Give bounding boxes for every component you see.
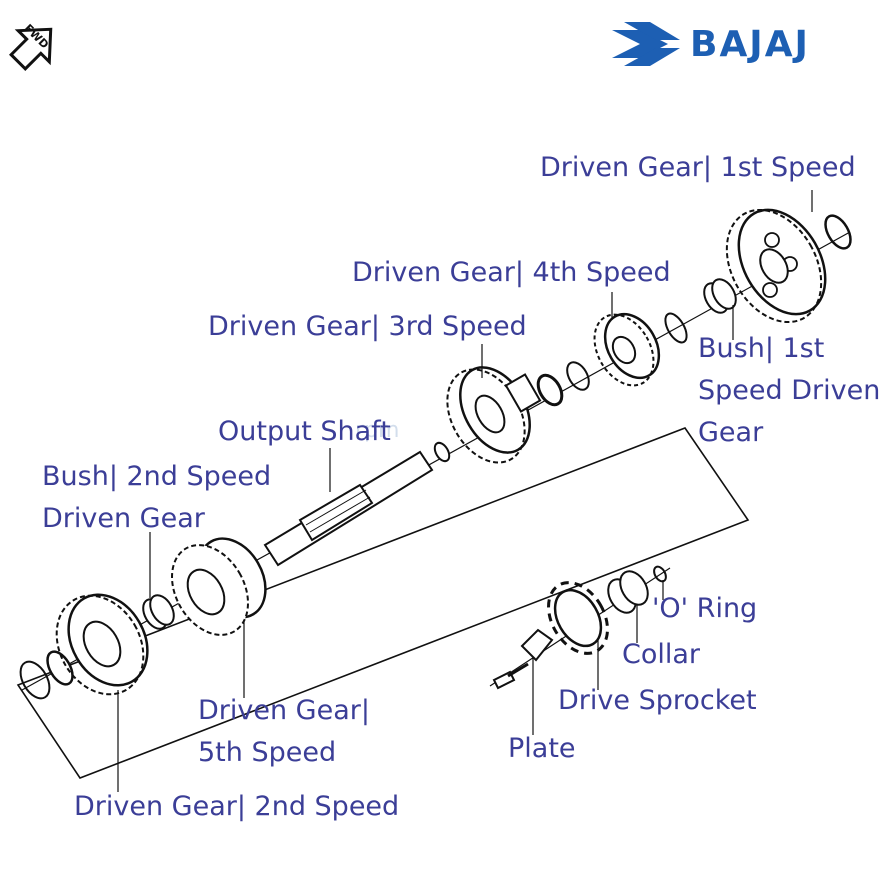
brand-name: BAJAJ [690,24,810,65]
label-plate: Plate [508,733,576,764]
label-drive-sprocket: Drive Sprocket [558,685,757,716]
circlip-left [19,660,51,700]
driven-gear-3rd-speed [446,366,542,464]
washer-right [824,214,852,250]
watermark: rpm [355,418,400,443]
label-output-shaft: Output Shaft [218,416,391,447]
washer-mid-1 [536,373,564,407]
label-bush-2nd-line2: Driven Gear [42,503,205,534]
washer-left [46,650,74,686]
driven-gear-4th-speed [593,312,661,387]
label-driven-gear-3rd: Driven Gear| 3rd Speed [208,311,527,342]
fwd-arrow-icon [9,27,53,71]
circlip-mid [664,312,688,344]
bush-1st-speed [703,278,737,314]
leader-lines [117,190,813,792]
driven-gear-1st-speed [725,208,827,324]
label-bush-2nd-line1: Bush| 2nd Speed [42,461,272,492]
bajaj-wing-logo [612,22,680,66]
label-driven-gear-2nd: Driven Gear| 2nd Speed [74,791,400,822]
label-driven-gear-5th-line2: 5th Speed [198,737,337,768]
assembly-frame [16,427,750,779]
label-bush-1st-line3: Gear [698,417,764,448]
washer-mid-2 [566,361,590,391]
label-collar: Collar [622,639,701,670]
label-driven-gear-5th-line1: Driven Gear| [198,695,370,726]
label-driven-gear-1st: Driven Gear| 1st Speed [540,152,856,183]
bush-2nd-speed [142,594,175,630]
driven-gear-2nd-speed [55,593,149,696]
label-driven-gear-4th: Driven Gear| 4th Speed [352,257,671,288]
driven-gear-5th-speed [171,537,267,636]
output-shaft [263,441,451,567]
label-bush-1st-line1: Bush| 1st [698,333,825,364]
label-bush-1st-line2: Speed Driven [698,375,881,406]
drive-sprocket-assembly [492,565,667,690]
label-o-ring: 'O' Ring [652,593,758,624]
